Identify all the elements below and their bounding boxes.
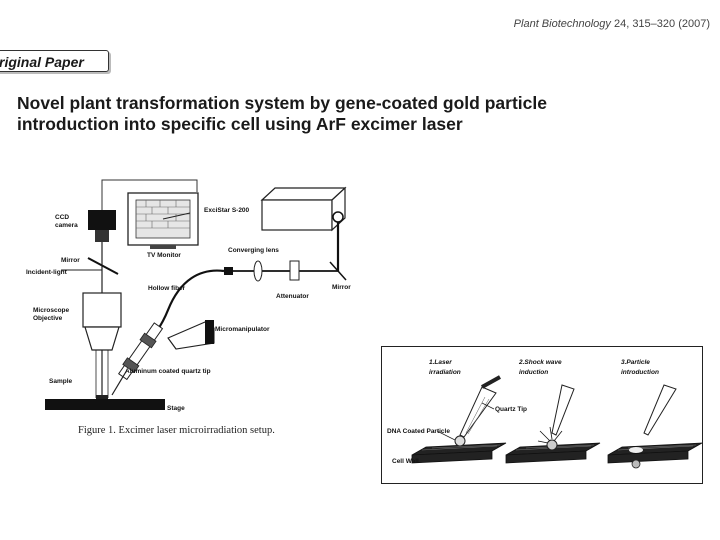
- label-stage: Stage: [167, 405, 185, 412]
- step-3-entry-glow: [629, 447, 643, 453]
- step-1-tip: [459, 386, 497, 438]
- step-1-gold-particle: [454, 435, 466, 447]
- label-tv-monitor: TV Monitor: [147, 252, 181, 259]
- label-ccd: CCD: [55, 214, 69, 221]
- step-2-title-line2: induction: [519, 369, 548, 376]
- excimer-laser-unit: [260, 187, 347, 201]
- microscope-objective: [82, 292, 122, 328]
- label-attenuator: Attenuator: [276, 293, 309, 300]
- step-1-title-line2: irradiation: [429, 369, 461, 376]
- step-2-shock-wave-burst: [537, 426, 563, 444]
- step-2-tip: [551, 384, 575, 436]
- label-mirror-right: Mirror: [332, 284, 351, 291]
- camera-cable: [101, 179, 198, 211]
- tv-monitor-brick-pattern: [136, 200, 190, 229]
- label-microscope: Microscope: [33, 307, 70, 314]
- step-3-title-line2: introduction: [621, 369, 659, 376]
- label-objective: Objective: [33, 315, 63, 322]
- title-line-1: Novel plant transformation system by gen…: [17, 93, 547, 113]
- left-mirror: [87, 257, 119, 275]
- step-3-tip: [643, 384, 677, 436]
- article-type-badge: riginal Paper: [0, 50, 109, 72]
- label-ccd-camera: camera: [55, 222, 78, 229]
- sample: [96, 395, 108, 399]
- title-line-2: introduction into specific cell using Ar…: [17, 114, 463, 134]
- label-excistar: ExciStar S-200: [204, 207, 250, 214]
- label-sample: Sample: [49, 378, 73, 385]
- journal-volume-pages: 24, 315–320 (2007): [613, 18, 710, 30]
- journal-citation: Plant Biotechnology 24, 315–320 (2007): [514, 18, 710, 30]
- quartz-tip: [111, 369, 128, 396]
- ccd-camera-lens: [95, 230, 109, 242]
- label-mirror-left: Mirror: [61, 257, 80, 264]
- converging-lens: [253, 260, 263, 282]
- label-micromanipulator: Micromanipulator: [215, 326, 270, 333]
- label-quartz-tip-2: Quartz Tip: [495, 406, 527, 413]
- journal-name: Plant Biotechnology: [513, 18, 611, 30]
- label-incident-light: Incident-light: [26, 269, 68, 276]
- label-dna-coated-particle: DNA Coated Particle: [387, 428, 450, 435]
- attenuator: [289, 260, 300, 281]
- right-mirror: [329, 261, 347, 281]
- label-quartz-tip: Aluminum coated quartz tip: [125, 368, 211, 375]
- figure-2-process-panel: 1.Laser irradiation 2.Shock wave inducti…: [381, 346, 703, 484]
- step-3-introduced-particle: [631, 459, 641, 469]
- step-3-title-line1: 3.Particle: [621, 359, 650, 366]
- paper-title: Novel plant transformation system by gen…: [17, 93, 707, 135]
- label-cell-wall: Cell Wall: [392, 458, 419, 465]
- ccd-camera: [88, 210, 116, 230]
- step-1-title-line1: 1.Laser: [429, 359, 452, 366]
- figure-1-caption: Figure 1. Excimer laser microirradiation…: [78, 425, 275, 436]
- step-2-gold-particle: [546, 439, 558, 451]
- label-hollow-fiber: Hollow fiber: [148, 285, 186, 292]
- label-converging-lens: Converging lens: [228, 247, 279, 254]
- step-2-title-line1: 2.Shock wave: [518, 359, 562, 366]
- stage: [45, 399, 165, 410]
- figure-2-diagram: 1.Laser irradiation 2.Shock wave inducti…: [387, 359, 703, 469]
